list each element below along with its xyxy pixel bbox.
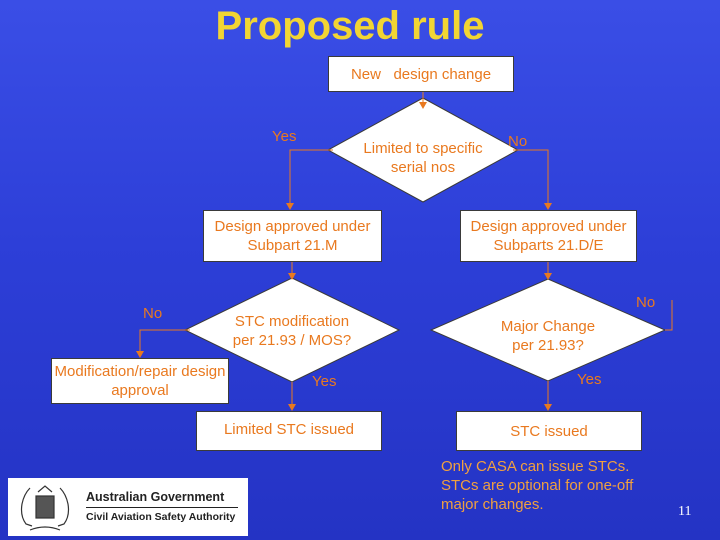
yes-label-stc-mod: Yes	[312, 373, 337, 390]
logo-line-2: Civil Aviation Safety Authority	[86, 511, 236, 523]
connectors	[139, 92, 673, 409]
logo-divider	[86, 507, 238, 508]
page-number: 11	[678, 504, 692, 519]
yes-label-major: Yes	[577, 371, 602, 388]
footnote: Only CASA can issue STCs. STCs are optio…	[441, 458, 634, 513]
page-title: Proposed rule	[215, 4, 485, 48]
logo-line-1: Australian Government	[86, 490, 225, 504]
new-design-change-box: New design change	[328, 56, 514, 92]
arrowheads	[136, 102, 552, 411]
decision-limited-serial	[326, 97, 520, 203]
no-label-major: No	[636, 294, 656, 311]
new-design-change-label: New design change	[350, 65, 492, 83]
no-label-right: No	[508, 133, 528, 150]
limited-stc-issued-box: Limited STC issued	[196, 411, 382, 451]
coat-of-arms-icon	[20, 485, 70, 531]
no-label-stc-mod: No	[143, 305, 163, 322]
limited-serial-label: Limited to specific serial nos	[363, 140, 483, 176]
design-approved-21m-label: Design approved under Subpart 21.M	[214, 218, 371, 254]
stc-issued-label: STC issued	[510, 422, 588, 440]
modification-repair-box: Modification/repair design approval	[51, 358, 229, 404]
stc-issued-box: STC issued	[456, 411, 642, 451]
design-approved-21m-box: Design approved under Subpart 21.M	[203, 210, 382, 262]
yes-label-left: Yes	[272, 128, 297, 145]
design-approved-21de-label: Design approved under Subparts 21.D/E	[470, 218, 627, 254]
casa-logo: Australian Government Civil Aviation Saf…	[8, 478, 248, 536]
design-approved-21de-box: Design approved under Subparts 21.D/E	[460, 210, 637, 262]
stc-modification-label: STC modification per 21.93 / MOS?	[232, 313, 352, 349]
major-change-label: Major Change per 21.93?	[500, 318, 596, 354]
limited-stc-issued-label: Limited STC issued	[223, 421, 355, 438]
modification-repair-label: Modification/repair design approval	[54, 363, 226, 399]
